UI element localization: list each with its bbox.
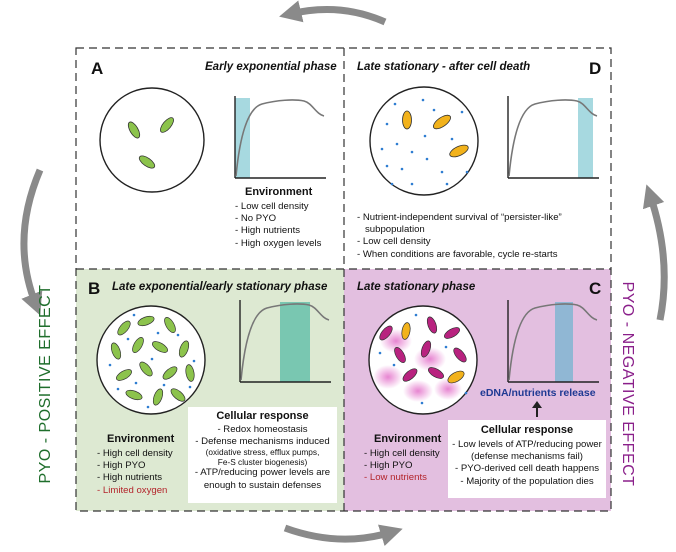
panel-a-culture-circle — [99, 87, 205, 193]
panel-c-cellular-response-box: Cellular response - Low levels of ATP/re… — [448, 420, 606, 498]
panel-b-environment: Environment - High cell density - High P… — [97, 433, 174, 497]
panel-b-resp-item: - Redox homeostasis — [217, 424, 308, 435]
panel-a-letter: A — [91, 59, 104, 78]
panel-d-growth-curve — [507, 96, 599, 179]
panel-b-culture-circle — [96, 305, 206, 415]
panel-b-env-item: - Limited oxygen — [97, 484, 168, 496]
panel-d-title: Late stationary - after cell death — [357, 61, 531, 73]
panel-c-environment: Environment - High cell density - High P… — [364, 433, 441, 485]
panel-d-item: subpopulation — [365, 224, 425, 236]
panel-d-item: - When conditions are favorable, cycle r… — [357, 248, 558, 260]
panel-b-cellular-response-box: Cellular response - Redox homeostasis - … — [188, 407, 337, 503]
panel-d-item: - Low cell density — [357, 236, 431, 248]
panel-d-item: - Nutrient-independent survival of “pers… — [357, 212, 562, 223]
panel-c-env-item: - Low nutrients — [364, 472, 427, 484]
panel-a-growth-curve — [234, 96, 326, 179]
panel-b-env-item: - High cell density — [97, 448, 173, 459]
panel-b-resp-item: - ATP/reducing power levels are — [194, 467, 331, 479]
panel-c-resp-item: - Low levels of ATP/reducing power — [452, 439, 602, 450]
panel-d-letter: D — [589, 59, 602, 78]
panel-b-letter: B — [88, 279, 101, 298]
panel-d-culture-circle — [369, 86, 479, 196]
panel-a-title: Early exponential phase — [205, 61, 337, 73]
panel-c-release-arrow — [532, 401, 542, 417]
panel-c-resp-item: - Majority of the population dies — [460, 475, 594, 487]
bottom-arrow — [283, 524, 403, 546]
panel-c-env-item: - High cell density — [364, 448, 440, 459]
panel-a-env-item: - High nutrients — [235, 225, 301, 237]
panel-b-resp-item: Fe-S cluster biogenesis) — [217, 456, 308, 467]
panel-b-resp-item: (oxidative stress, efflux pumps, — [205, 447, 320, 458]
top-arrow — [279, 0, 387, 26]
panel-a-environment: Environment - Low cell density - No PYO … — [235, 186, 321, 250]
panel-b-env-heading: Environment — [107, 433, 175, 445]
panel-c-resp-item: (defense mechanisms fail) — [471, 451, 583, 463]
panel-c-title: Late stationary phase — [357, 281, 476, 293]
panel-a-env-item: - Low cell density — [235, 201, 309, 212]
panel-c-letter: C — [589, 279, 602, 298]
panel-b-resp-heading: Cellular response — [216, 410, 309, 422]
panel-c-env-heading: Environment — [374, 433, 442, 445]
panel-a-env-item: - No PYO — [235, 213, 277, 225]
panel-b-resp-item: - Defense mechanisms induced — [195, 436, 330, 448]
panel-c-culture-circle — [368, 305, 478, 415]
panel-d-notes: - Nutrient-independent survival of “pers… — [357, 212, 562, 261]
right-arrow — [642, 184, 668, 321]
panel-b-resp-item: enough to sustain defenses — [203, 479, 322, 491]
panel-a-env-item: - High oxygen levels — [235, 237, 322, 249]
panel-a-env-heading: Environment — [245, 186, 313, 198]
panel-c-resp-item: - PYO-derived cell death happens — [455, 463, 599, 475]
panel-b-growth-curve — [239, 300, 331, 383]
panel-b-title: Late exponential/early stationary phase — [112, 281, 328, 293]
panel-b-env-item: - High PYO — [97, 460, 146, 472]
panel-c-release-label: eDNA/nutrients release — [480, 387, 596, 399]
panel-c-growth-curve — [507, 300, 599, 383]
panel-c-env-item: - High PYO — [364, 460, 413, 472]
left-arrow — [20, 168, 44, 316]
panel-c-resp-heading: Cellular response — [480, 424, 574, 436]
panel-b-env-item: - High nutrients — [97, 472, 163, 484]
